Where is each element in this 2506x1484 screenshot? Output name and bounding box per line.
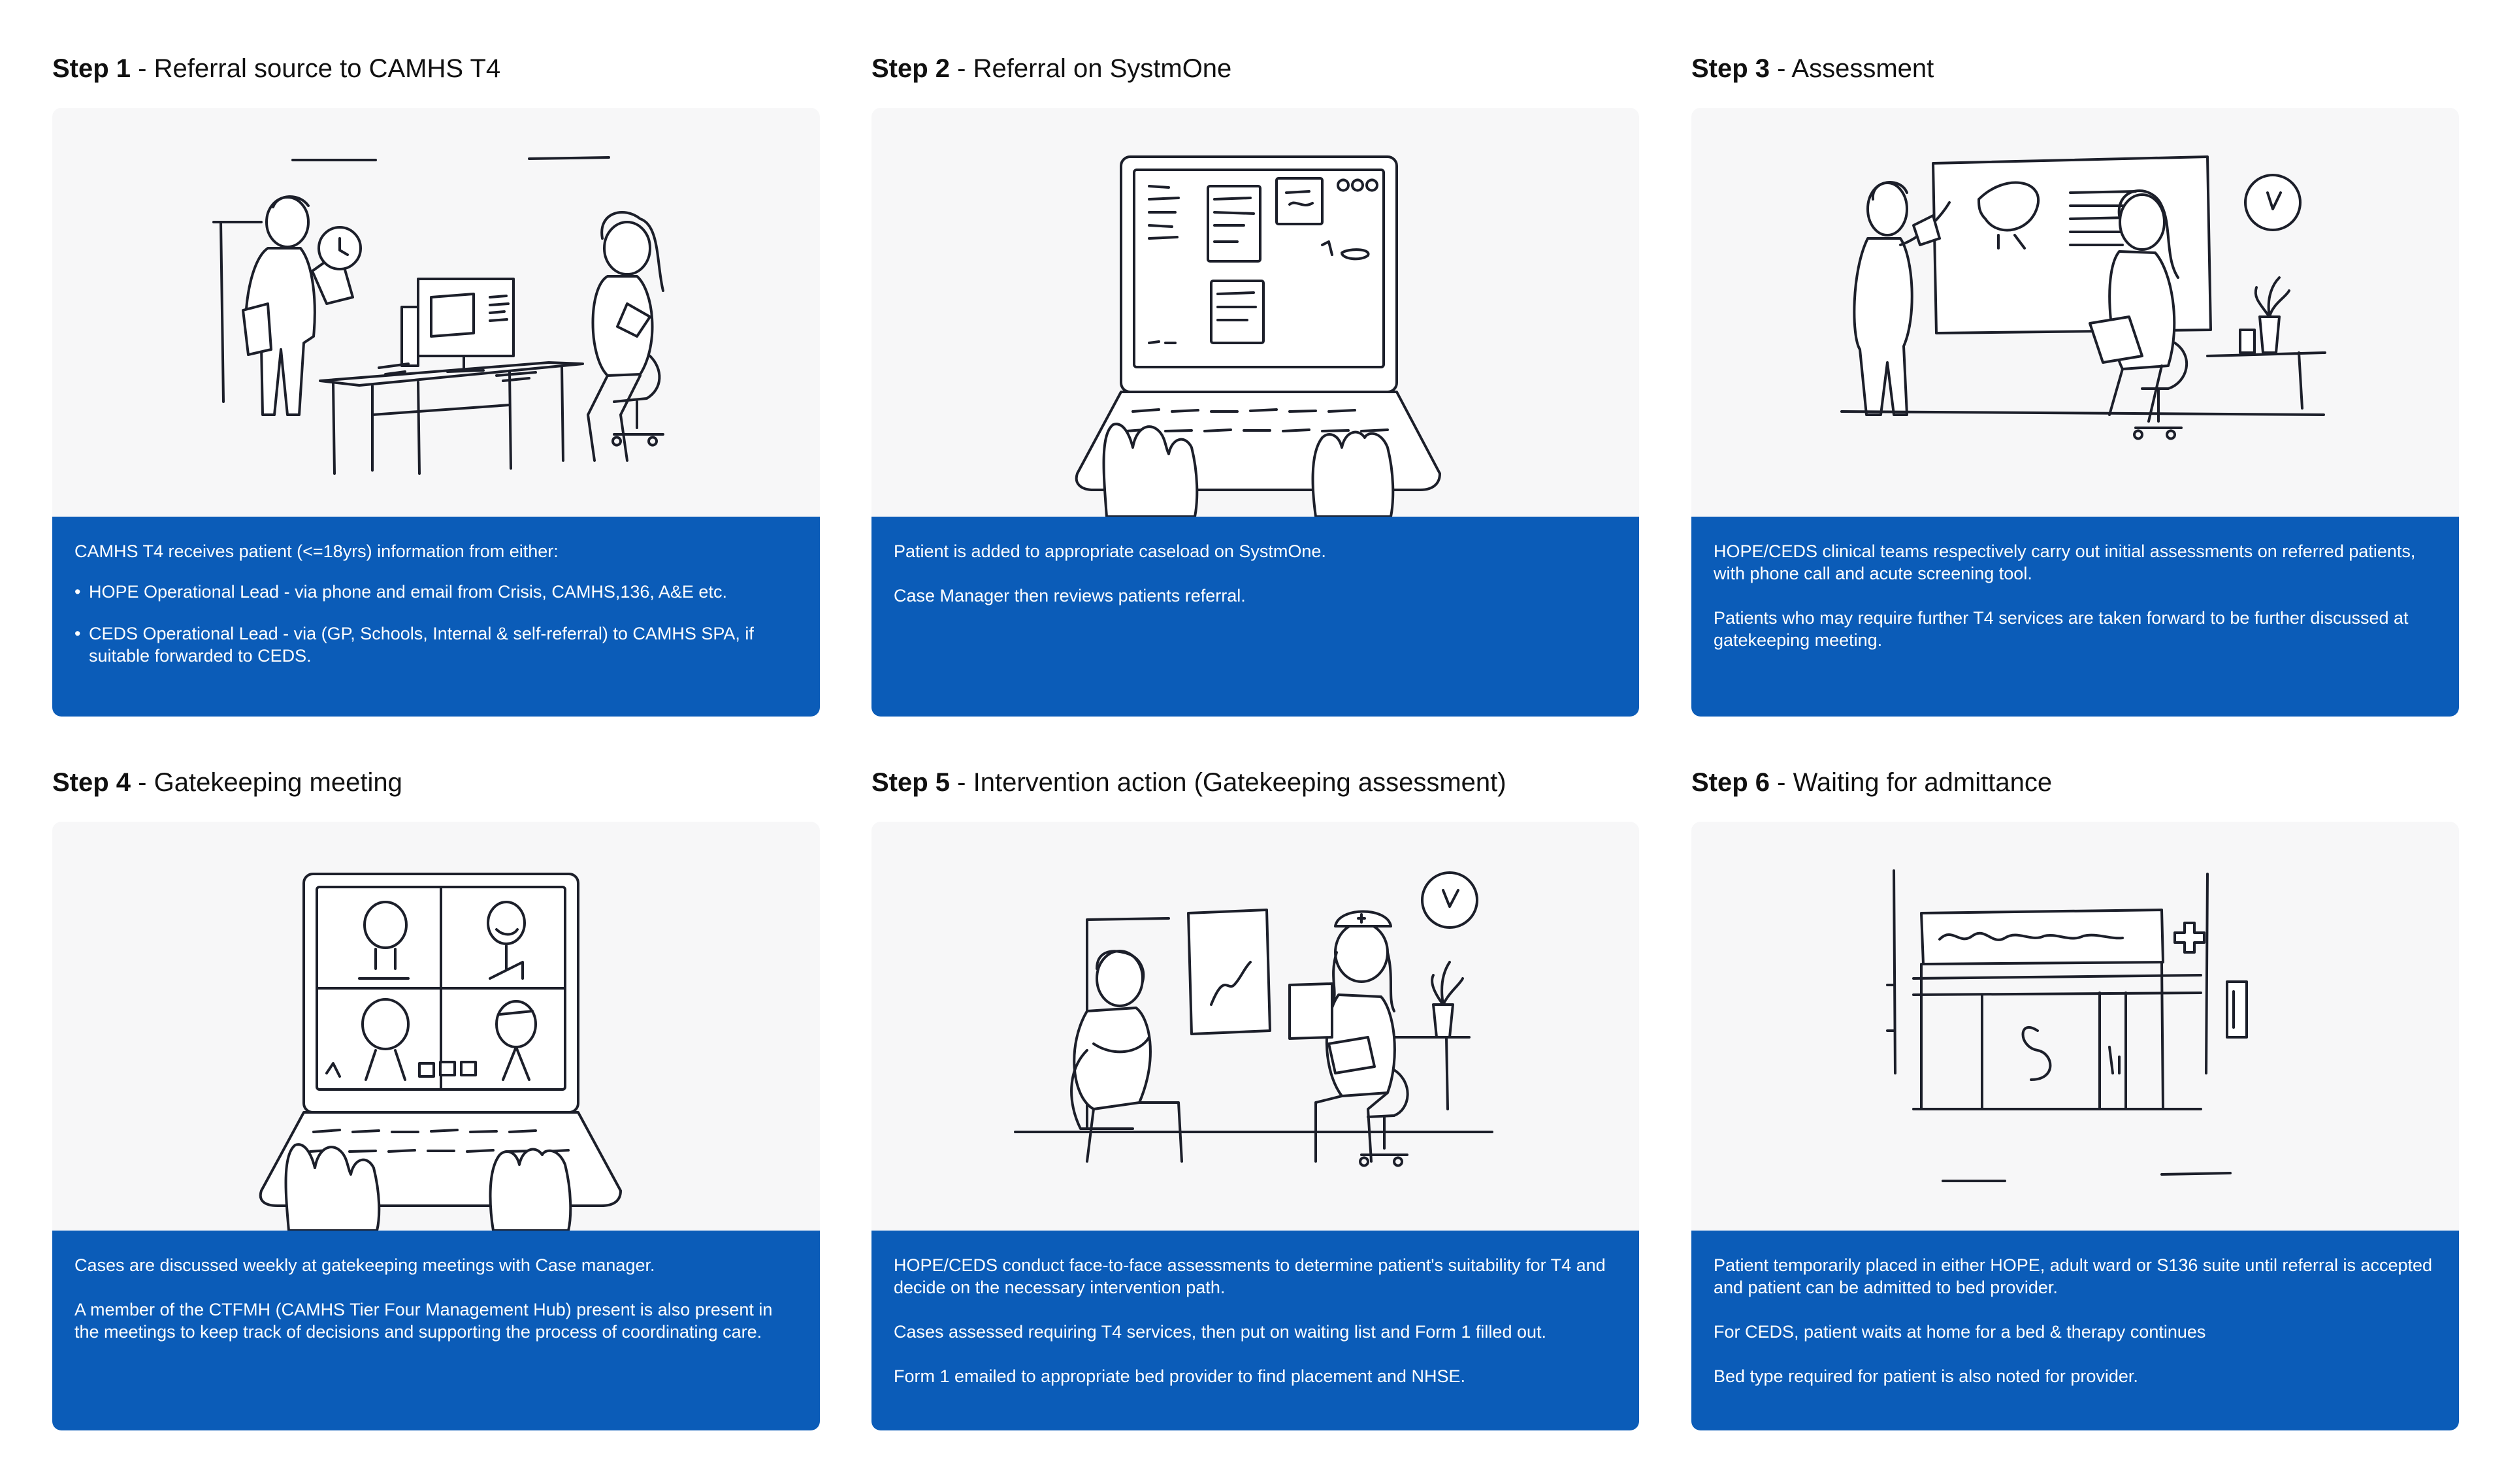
video-call-laptop-icon bbox=[52, 822, 820, 1231]
description-paragraph: Bed type required for patient is also no… bbox=[1714, 1366, 2138, 1386]
step-label: Step 1 bbox=[52, 54, 131, 83]
step-3-title: Step 3 - Assessment bbox=[1691, 54, 1934, 83]
description-paragraph: A member of the CTFMH (CAMHS Tier Four M… bbox=[74, 1300, 773, 1342]
description-paragraph: Form 1 emailed to appropriate bed provid… bbox=[894, 1366, 1465, 1386]
step-label: Step 6 bbox=[1691, 768, 1770, 797]
list-item: CEDS Operational Lead - via (GP, Schools… bbox=[74, 622, 798, 667]
step-4-description: Cases are discussed weekly at gatekeepin… bbox=[52, 1231, 820, 1430]
step-title-text: Intervention action (Gatekeeping assessm… bbox=[973, 768, 1506, 797]
whiteboard-assessment-scene-icon bbox=[1691, 108, 2459, 517]
description-paragraph: HOPE/CEDS clinical teams respectively ca… bbox=[1714, 541, 2416, 583]
hospital-building-icon bbox=[1691, 822, 2459, 1231]
step-3-description: HOPE/CEDS clinical teams respectively ca… bbox=[1691, 517, 2459, 717]
step-label: Step 3 bbox=[1691, 54, 1770, 83]
list-item: HOPE Operational Lead - via phone and em… bbox=[74, 581, 798, 603]
step-title-text: Assessment bbox=[1791, 54, 1934, 83]
step-5-description: HOPE/CEDS conduct face-to-face assessmen… bbox=[871, 1231, 1639, 1430]
step-1-card: CAMHS T4 receives patient (<=18yrs) info… bbox=[52, 108, 820, 717]
step-5-title: Step 5 - Intervention action (Gatekeepin… bbox=[871, 768, 1506, 797]
step-title-text: Gatekeeping meeting bbox=[154, 768, 402, 797]
step-3-card: HOPE/CEDS clinical teams respectively ca… bbox=[1691, 108, 2459, 717]
step-label: Step 4 bbox=[52, 768, 131, 797]
description-paragraph: Patients who may require further T4 serv… bbox=[1714, 608, 2409, 650]
step-4-title: Step 4 - Gatekeeping meeting bbox=[52, 768, 402, 797]
description-paragraph: Case Manager then reviews patients refer… bbox=[894, 586, 1246, 605]
step-4-card: Cases are discussed weekly at gatekeepin… bbox=[52, 822, 820, 1430]
step-6-description: Patient temporarily placed in either HOP… bbox=[1691, 1231, 2459, 1430]
step-6-title: Step 6 - Waiting for admittance bbox=[1691, 768, 2053, 797]
face-to-face-assessment-scene-icon bbox=[871, 822, 1639, 1231]
step-1-title: Step 1 - Referral source to CAMHS T4 bbox=[52, 54, 501, 83]
step-2-description: Patient is added to appropriate caseload… bbox=[871, 517, 1639, 717]
description-paragraph: Patient temporarily placed in either HOP… bbox=[1714, 1255, 2433, 1297]
description-paragraph: Cases assessed requiring T4 services, th… bbox=[894, 1322, 1546, 1342]
step-6-card: Patient temporarily placed in either HOP… bbox=[1691, 822, 2459, 1430]
step-label: Step 2 bbox=[871, 54, 951, 83]
laptop-caseload-icon bbox=[871, 108, 1639, 517]
step-title-text: Referral source to CAMHS T4 bbox=[154, 54, 501, 83]
description-paragraph: Cases are discussed weekly at gatekeepin… bbox=[74, 1255, 655, 1275]
description-list: HOPE Operational Lead - via phone and em… bbox=[74, 581, 798, 667]
step-2-title: Step 2 - Referral on SystmOne bbox=[871, 54, 1232, 83]
description-paragraph: Patient is added to appropriate caseload… bbox=[894, 541, 1326, 561]
step-1-description: CAMHS T4 receives patient (<=18yrs) info… bbox=[52, 517, 820, 717]
description-intro: CAMHS T4 receives patient (<=18yrs) info… bbox=[74, 541, 559, 561]
step-title-text: Waiting for admittance bbox=[1793, 768, 2053, 797]
step-5-card: HOPE/CEDS conduct face-to-face assessmen… bbox=[871, 822, 1639, 1430]
step-title-text: Referral on SystmOne bbox=[973, 54, 1232, 83]
office-referral-scene-icon bbox=[52, 108, 820, 517]
description-paragraph: For CEDS, patient waits at home for a be… bbox=[1714, 1322, 2206, 1342]
step-label: Step 5 bbox=[871, 768, 951, 797]
description-paragraph: HOPE/CEDS conduct face-to-face assessmen… bbox=[894, 1255, 1606, 1297]
step-2-card: Patient is added to appropriate caseload… bbox=[871, 108, 1639, 717]
